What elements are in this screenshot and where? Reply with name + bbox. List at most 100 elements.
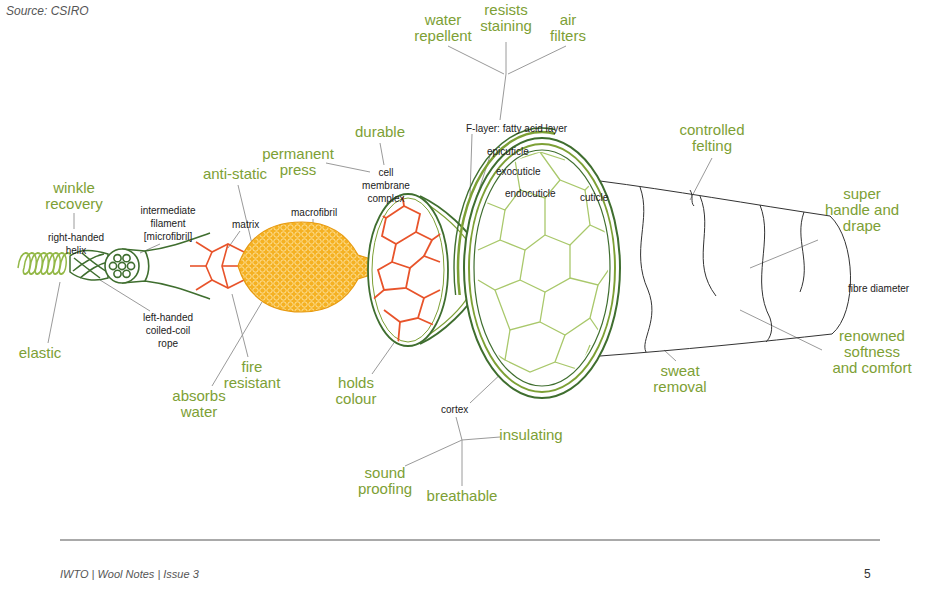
property-label: elastic [19, 345, 62, 361]
matrix-network [190, 265, 206, 267]
intermediate-filament [114, 270, 121, 277]
cortex-cells [540, 152, 565, 160]
cell-membrane-network [392, 256, 440, 268]
cortex-cells [500, 198, 545, 250]
property-label: super handle and drape [822, 186, 902, 234]
part-label: intermediate filament [microfibril] [137, 204, 199, 243]
property-label: absorbs water [168, 388, 230, 420]
property-label: sound proofing [350, 465, 420, 497]
part-label: exocuticle [496, 165, 540, 178]
fibre-outline [760, 205, 772, 342]
cuticle-layers [454, 128, 555, 295]
cortex-cells [495, 290, 545, 330]
fibre-outline [800, 212, 804, 292]
part-label: cuticle [580, 191, 608, 204]
cortex-cells [590, 318, 605, 340]
property-label: permanent press [258, 146, 338, 178]
leader-line [456, 417, 462, 440]
leader-line [372, 340, 396, 374]
cell-membrane-network [416, 230, 446, 240]
part-label: cortex [441, 403, 468, 416]
part-label: cell membrane complex [360, 166, 412, 205]
cell-membrane-network [372, 192, 446, 344]
leader-line [238, 185, 252, 244]
helix-coil [18, 253, 72, 274]
matrix-network [222, 265, 240, 267]
fibre-outline [690, 190, 694, 206]
cortex-shape [464, 138, 620, 398]
cuticle-layers [458, 132, 555, 295]
part-label: endocuticle [505, 187, 556, 200]
footer-text: IWTO | Wool Notes | Issue 3 [60, 568, 199, 580]
property-label: sweat removal [645, 363, 715, 395]
leader-line [500, 74, 506, 120]
property-label: winkle recovery [41, 180, 107, 212]
cortex-cells [490, 350, 505, 360]
intermediate-filament [118, 262, 125, 269]
matrix-network [196, 242, 244, 252]
leader-line [326, 163, 370, 172]
cortex-cells [590, 225, 612, 235]
cortex-cells [520, 245, 570, 292]
intermediate-filament [123, 255, 130, 262]
property-label: renowned softness and comfort [831, 328, 913, 376]
leader-line [74, 213, 75, 229]
part-label: fibre diameter [848, 282, 909, 295]
leader-line [506, 42, 507, 74]
cortex-cells [540, 285, 598, 335]
cortex-cells [478, 152, 612, 372]
cell-membrane-network [372, 210, 396, 300]
leader-line [100, 280, 150, 311]
cell-membrane-network [386, 206, 420, 244]
fibre-outline [600, 181, 851, 356]
property-label: breathable [427, 488, 498, 504]
property-label: anti-static [203, 166, 267, 182]
cell-membrane-network [418, 318, 436, 326]
property-label: holds colour [326, 375, 386, 407]
coiled-coil-rope [73, 254, 104, 271]
leader-line [380, 143, 384, 165]
fibre-outline [600, 181, 830, 216]
part-label: macrofibril [291, 206, 337, 219]
intermediate-filament [123, 270, 130, 277]
matrix-shape [145, 251, 149, 281]
leader-line [508, 46, 566, 74]
part-label: left-handed coiled-coil rope [138, 311, 198, 350]
cortex-cells [478, 250, 525, 290]
cell-membrane-complex-shape [368, 194, 448, 346]
coiled-coil-rope [80, 262, 108, 278]
cell-membrane-network [424, 240, 432, 256]
property-label: air filters [546, 12, 591, 44]
cortex-cells [570, 265, 612, 285]
footer-rule [60, 540, 880, 541]
source-note: Source: CSIRO [6, 4, 89, 18]
cell-membrane-network [406, 288, 440, 298]
intermediate-filament [114, 255, 121, 262]
cortex-shape [464, 138, 620, 398]
part-label: F-layer: fatty acid layer [466, 122, 567, 135]
cortex-shape [469, 144, 615, 392]
fibre-outline [600, 334, 832, 356]
cortex-cells [505, 330, 565, 372]
property-label: fire resistant [217, 359, 287, 391]
leader-line [740, 310, 822, 350]
matrix-network [196, 280, 244, 290]
matrix-network [190, 242, 244, 290]
leader-line [448, 46, 504, 74]
cell-membrane-network [398, 322, 400, 344]
intermediate-filament [127, 262, 134, 269]
leader-line [690, 158, 712, 200]
macrofibril-shape [238, 222, 380, 312]
cortex-shape [474, 150, 610, 386]
part-label: matrix [232, 218, 259, 231]
leader-line [664, 350, 676, 361]
property-label: water repellent [408, 12, 478, 44]
leader-line [48, 282, 60, 343]
part-label: right-handed helix [40, 231, 112, 257]
page-number: 5 [864, 567, 871, 581]
cell-membrane-network [384, 268, 410, 290]
matrix-network [206, 252, 212, 280]
leader-line [750, 240, 818, 268]
